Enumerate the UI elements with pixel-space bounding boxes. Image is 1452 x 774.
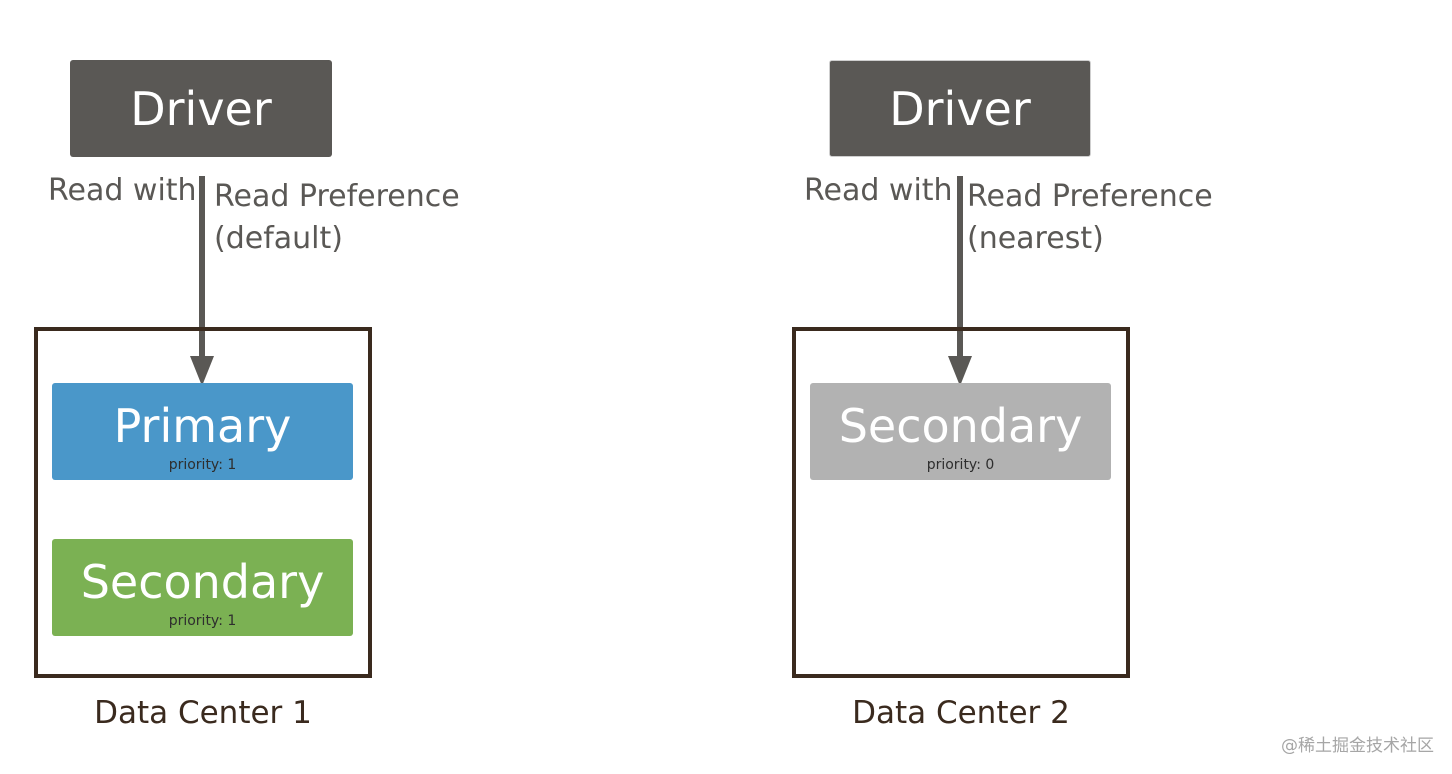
secondary-node: Secondary priority: 1	[52, 539, 353, 636]
read-arrow-line	[199, 176, 205, 360]
read-with-label: Read with	[804, 173, 953, 208]
node-priority: priority: 0	[926, 457, 995, 473]
node-name: Secondary	[838, 399, 1083, 453]
read-preference-label: Read Preference (default)	[214, 176, 460, 260]
read-preference-line1: Read Preference	[967, 179, 1213, 214]
read-arrow-line	[957, 176, 963, 360]
diagram-panel-left: Driver Read with Read Preference (defaul…	[34, 60, 460, 731]
read-arrow-head	[948, 356, 972, 386]
watermark: @稀土掘金技术社区	[1281, 736, 1434, 756]
node-name: Secondary	[80, 555, 325, 609]
read-preference-mode: (nearest)	[967, 221, 1104, 256]
node-priority: priority: 1	[168, 457, 237, 473]
data-center-label: Data Center 2	[852, 695, 1070, 731]
driver-box: Driver	[70, 60, 332, 157]
driver-label: Driver	[130, 81, 272, 136]
secondary-node: Secondary priority: 0	[810, 383, 1111, 480]
diagram-panel-right: Driver Read with Read Preference (neares…	[726, 0, 1452, 774]
driver-box: Driver	[829, 60, 1091, 157]
read-arrow-head	[190, 356, 214, 386]
driver-label: Driver	[889, 81, 1031, 136]
read-with-label: Read with	[48, 173, 197, 208]
data-center-box: Secondary priority: 0	[792, 327, 1130, 678]
node-name: Primary	[113, 399, 292, 453]
data-center-box: Primary priority: 1 Secondary priority: …	[34, 327, 372, 678]
data-center-label: Data Center 1	[94, 695, 312, 731]
read-preference-label: Read Preference (nearest)	[967, 176, 1213, 260]
primary-node: Primary priority: 1	[52, 383, 353, 480]
node-priority: priority: 1	[168, 613, 237, 629]
read-preference-mode: (default)	[214, 221, 343, 256]
read-preference-line1: Read Preference	[214, 179, 460, 214]
